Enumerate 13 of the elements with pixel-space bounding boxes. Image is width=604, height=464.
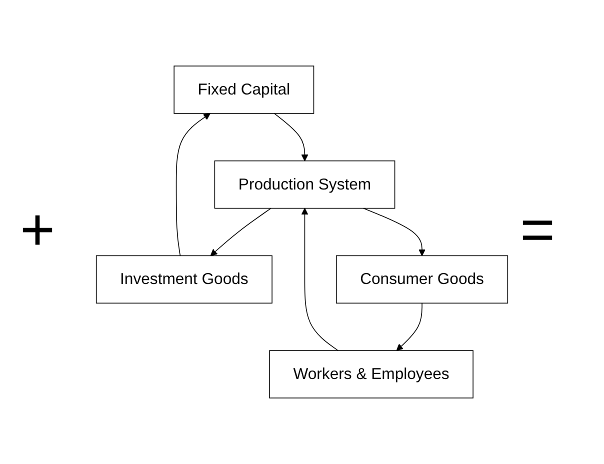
arrow — [210, 208, 272, 256]
plus-sign: + — [20, 200, 56, 260]
arrow — [274, 113, 308, 162]
node-box: Workers & Employees — [269, 350, 474, 398]
node-box: Production System — [214, 160, 396, 209]
node-box: Fixed Capital — [174, 66, 314, 114]
arrow — [301, 208, 338, 351]
arrow — [363, 208, 426, 256]
node-box: Investment Goods — [96, 255, 272, 304]
equals-sign: = — [520, 200, 556, 260]
arrow — [396, 302, 422, 351]
arrow — [176, 113, 210, 256]
node-box: Consumer Goods — [336, 255, 508, 304]
